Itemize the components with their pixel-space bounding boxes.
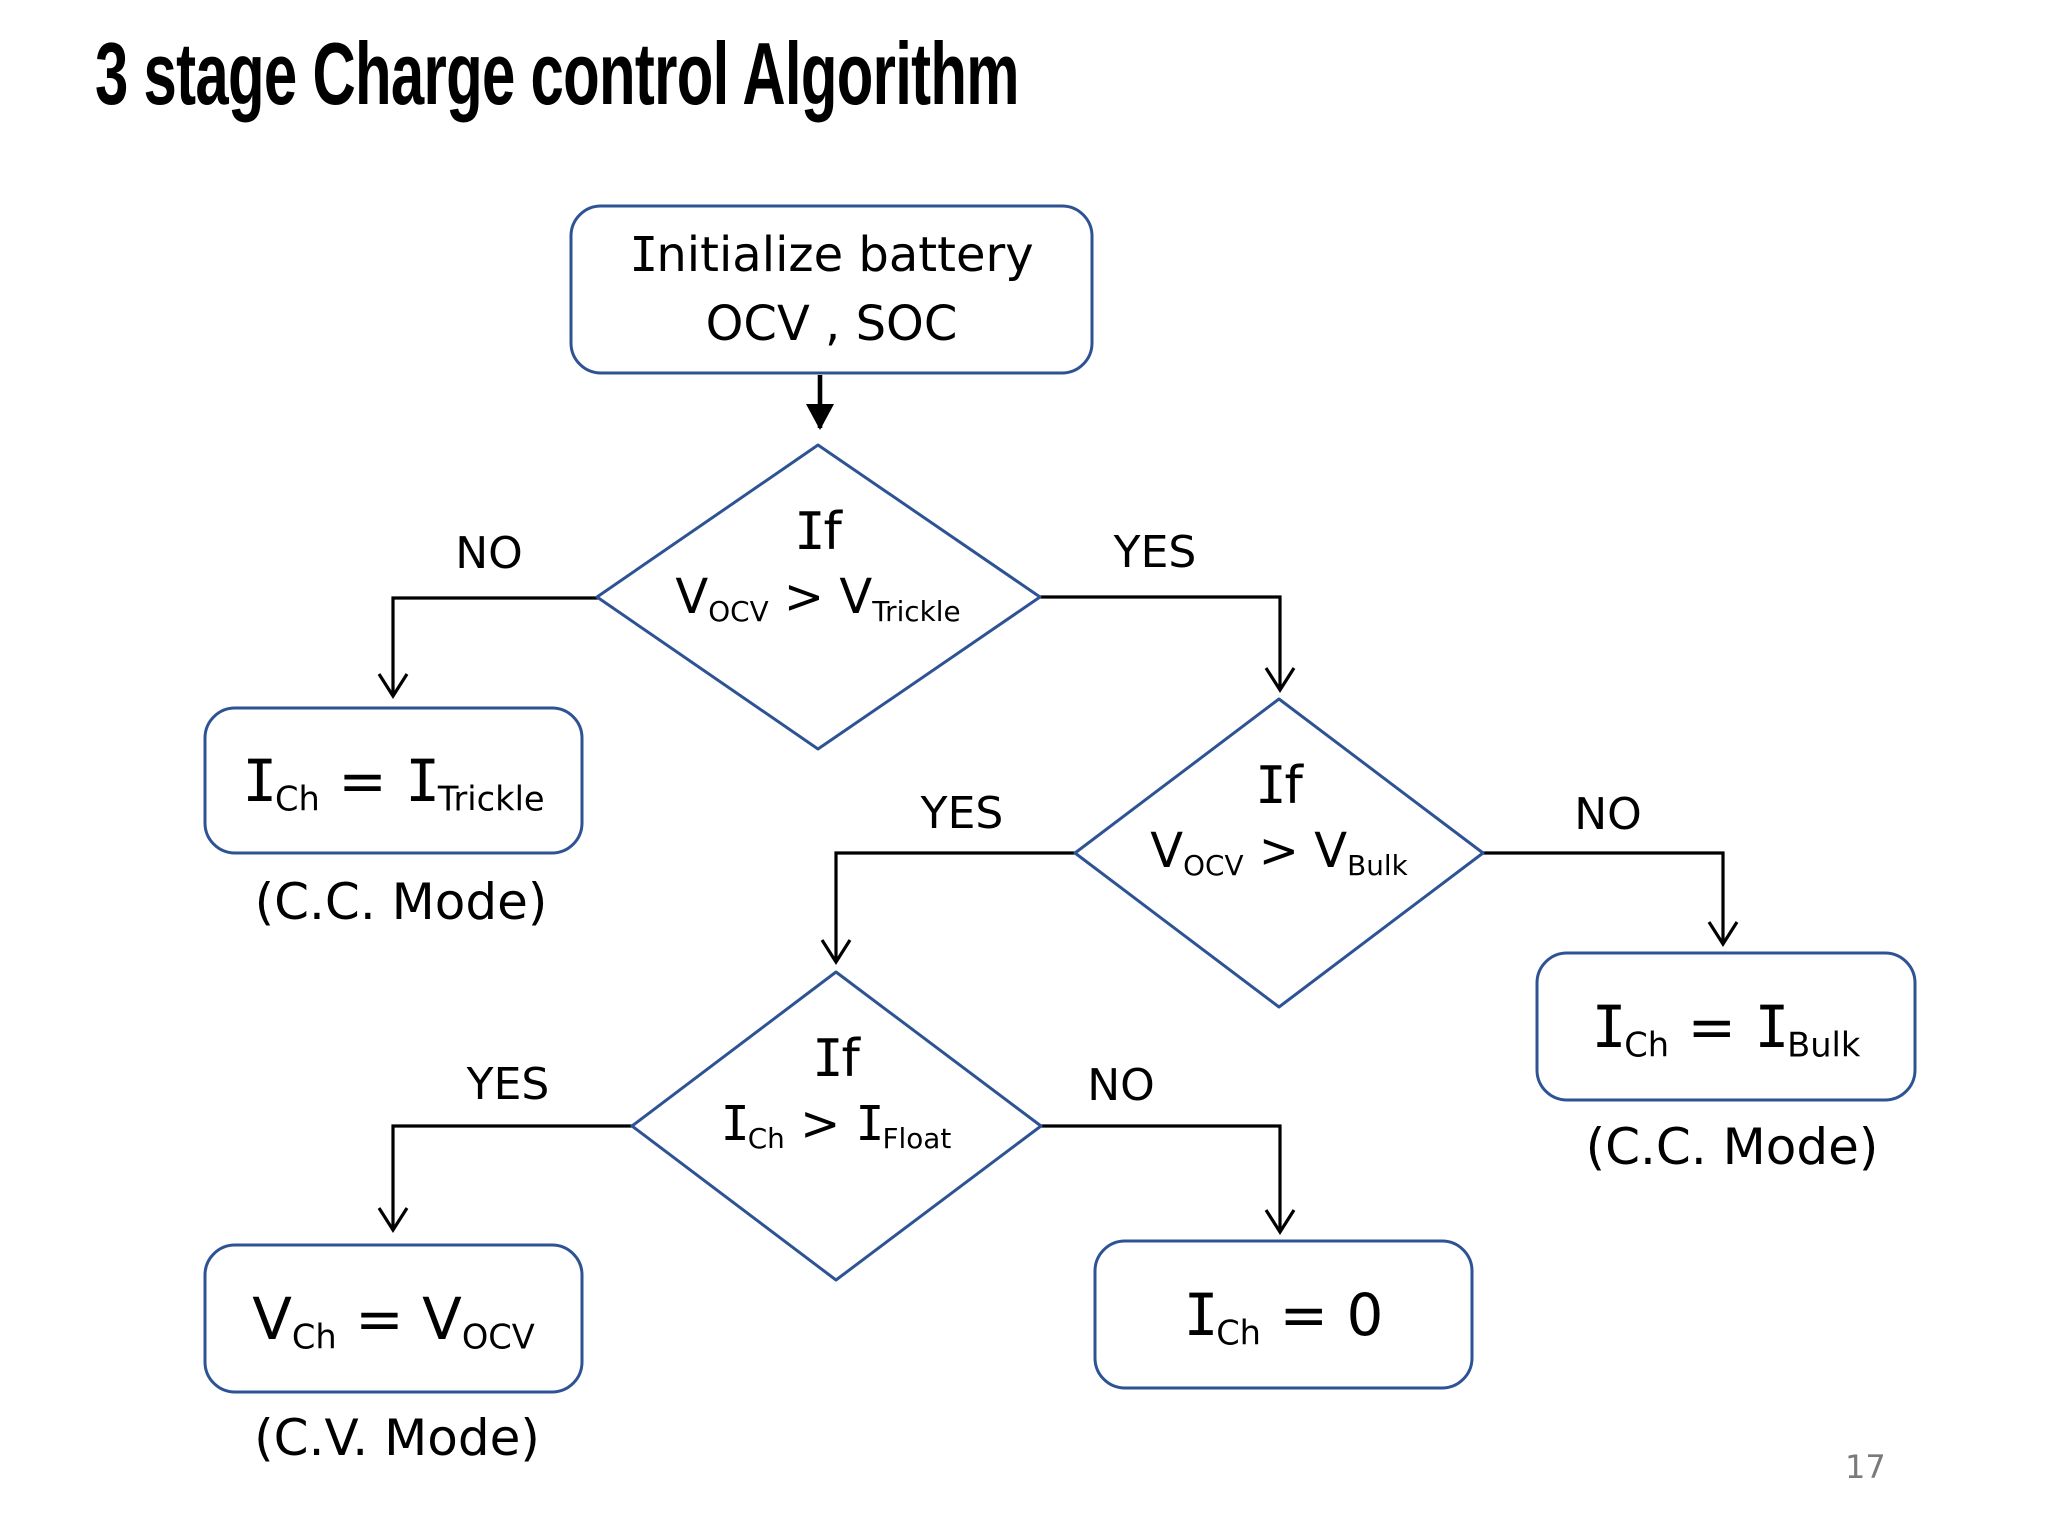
start-node: Initialize battery OCV , SOC — [571, 206, 1092, 373]
decision1-text: If VOCV > VTrickle — [568, 502, 1068, 628]
trickle-box-formula: ICh = ITrickle — [242, 746, 545, 818]
connector-decision2-yes — [820, 851, 1075, 965]
bulk-box-caption: (C.C. Mode) — [1585, 1118, 1879, 1176]
decision2-condition: VOCV > VBulk — [1150, 822, 1408, 882]
start-node-line2: OCV , SOC — [705, 295, 958, 352]
cv-box: VCh = VOCV — [205, 1245, 582, 1392]
cv-box-shape — [203, 1243, 584, 1394]
decision2-text: If VOCV > VBulk — [1029, 756, 1529, 882]
connector-decision3-no — [1041, 1124, 1296, 1235]
zero-box-formula: ICh = 0 — [1183, 1280, 1384, 1352]
connector-decision1-no — [377, 596, 598, 699]
zero-box-shape — [1093, 1239, 1474, 1390]
page-title: 3 stage Charge control Algorithm — [95, 24, 1019, 123]
bulk-box-shape — [1535, 951, 1917, 1102]
decision2-no-label: NO — [1574, 789, 1642, 840]
decision1-if-label: If — [794, 502, 842, 562]
start-node-shape — [569, 204, 1094, 375]
decision3-text: If ICh > IFloat — [586, 1029, 1086, 1155]
cv-box-caption: (C.V. Mode) — [254, 1409, 540, 1467]
connector-decision2-no — [1483, 851, 1739, 947]
decision1-condition: VOCV > VTrickle — [675, 568, 961, 628]
connector-decision1-yes — [1040, 595, 1296, 693]
bulk-box-formula: ICh = IBulk — [1591, 992, 1861, 1064]
trickle-box-shape — [203, 706, 584, 855]
zero-box: ICh = 0 — [1095, 1241, 1472, 1388]
trickle-box: ICh = ITrickle — [205, 708, 582, 853]
start-node-line1: Initialize battery — [629, 227, 1034, 284]
decision3-no-label: NO — [1087, 1060, 1155, 1111]
decision3-diamond-shape — [630, 970, 1043, 1282]
decision1-diamond-shape — [595, 443, 1042, 751]
cv-box-formula: VCh = VOCV — [252, 1284, 535, 1356]
decision2-yes-label: YES — [920, 788, 1004, 839]
decision1-yes-label: YES — [1113, 527, 1197, 578]
decision3-yes-label: YES — [466, 1059, 550, 1110]
bulk-box: ICh = IBulk — [1537, 953, 1915, 1100]
decision2-if-label: If — [1255, 756, 1303, 816]
decision1-no-label: NO — [455, 528, 523, 579]
page-number: 17 — [1845, 1448, 1886, 1486]
decision2-diamond-shape — [1073, 697, 1485, 1009]
trickle-box-caption: (C.C. Mode) — [254, 873, 548, 931]
decision3-condition: ICh > IFloat — [720, 1095, 952, 1155]
connector-decision3-yes — [377, 1124, 632, 1233]
decision3-if-label: If — [812, 1029, 860, 1089]
